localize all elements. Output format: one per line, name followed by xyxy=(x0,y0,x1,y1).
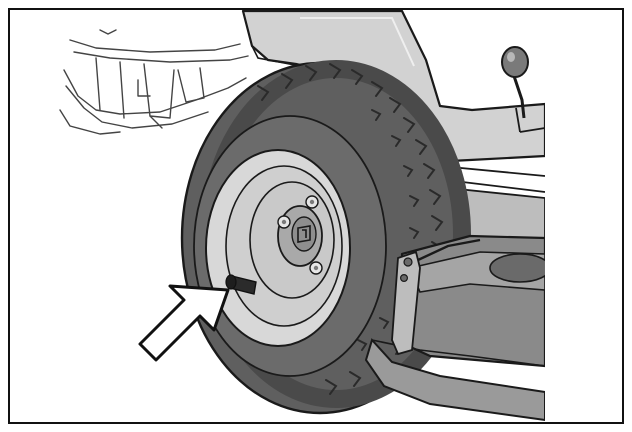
lug-nut-centers xyxy=(281,199,319,271)
pointer-arrow xyxy=(138,284,230,362)
tire-valve xyxy=(225,274,257,295)
right-margin-mask xyxy=(545,11,622,422)
bracket-bolt-top xyxy=(403,257,413,267)
hub-logo xyxy=(297,225,311,243)
mower-deck xyxy=(364,234,551,422)
valve-cap xyxy=(225,274,237,290)
wheel-rim xyxy=(205,149,351,347)
lever-rod xyxy=(510,69,526,119)
hub-cap xyxy=(291,216,317,252)
fender-highlight xyxy=(300,17,415,67)
deck-bracket xyxy=(391,250,421,356)
bracket-bolt-mid xyxy=(400,274,409,283)
lever-knob-shine xyxy=(507,52,515,62)
deck-dome xyxy=(489,253,551,283)
fender-edge xyxy=(251,45,301,67)
deck-link-arm xyxy=(417,238,481,262)
lever-knob xyxy=(501,46,529,78)
figure-frame-overlay xyxy=(8,8,624,424)
chassis-line-art xyxy=(59,29,249,135)
